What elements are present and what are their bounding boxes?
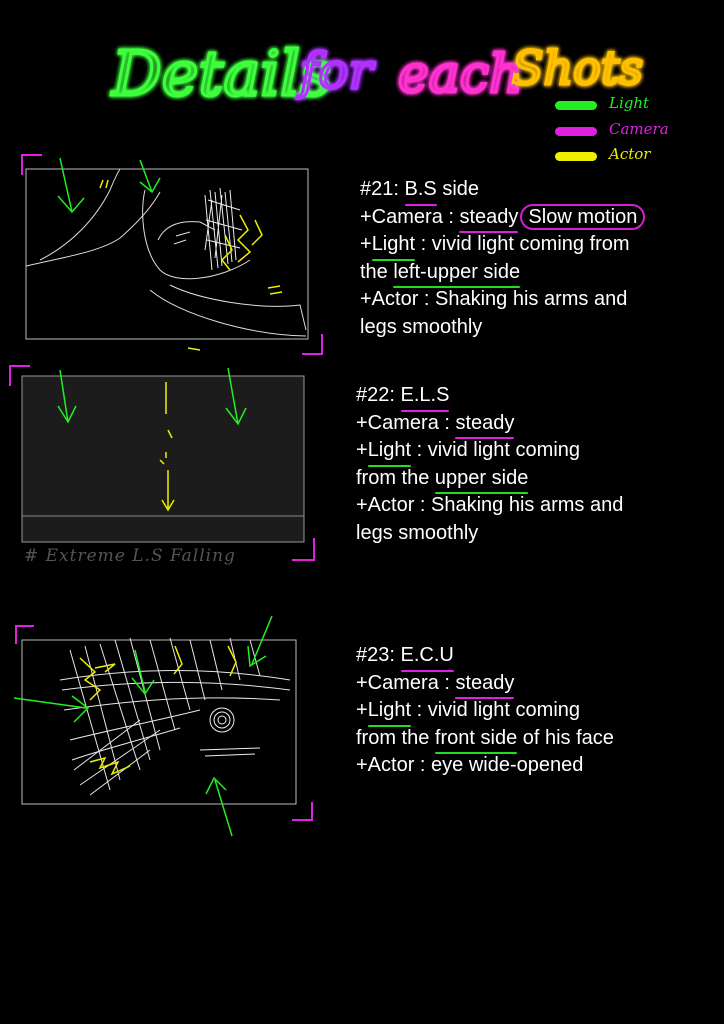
camera-label: +Camera : bbox=[356, 411, 456, 434]
light-line-22b: from the upper side bbox=[356, 465, 623, 494]
actor-line-21: +Actor : Shaking his arms and bbox=[360, 288, 628, 310]
light-text-prefix: the bbox=[360, 260, 394, 283]
camera-value: steady bbox=[455, 670, 514, 699]
shot-heading-21: #21: B.S side bbox=[360, 176, 645, 205]
light-word: Light bbox=[367, 437, 412, 466]
light-line-21b: the left-upper side bbox=[360, 259, 645, 288]
eye-sketch bbox=[199, 707, 261, 757]
actor-marks bbox=[99, 179, 283, 351]
panel-frame bbox=[9, 365, 315, 561]
light-text: : vivid light coming bbox=[411, 439, 581, 461]
light-line-22: +Light : vivid light coming bbox=[356, 437, 623, 466]
hair-scribble bbox=[59, 637, 291, 796]
camera-label: +Camera : bbox=[360, 205, 460, 228]
light-text-suffix: of his face bbox=[517, 726, 614, 749]
legend-label-light: Light bbox=[609, 94, 650, 112]
falling-motion-arrow bbox=[159, 382, 175, 512]
camera-line-23: +Camera : steady bbox=[356, 670, 614, 699]
shot-id: #22: bbox=[356, 384, 395, 406]
title-word-details: Details bbox=[111, 37, 332, 110]
light-word: Light bbox=[367, 697, 412, 726]
title-word-shots: Shots bbox=[512, 41, 643, 95]
light-text: : vivid light coming from bbox=[415, 233, 630, 255]
light-text-prefix: from the bbox=[356, 726, 435, 749]
light-arrows bbox=[13, 615, 273, 837]
light-line-21: +Light : vivid light coming from bbox=[360, 231, 645, 260]
light-direction: left-upper side bbox=[393, 259, 520, 288]
title-word-each: each bbox=[398, 45, 522, 105]
storyboard-panel-21 bbox=[21, 154, 323, 355]
panel-caption-22: # Extreme L.S Falling bbox=[24, 546, 236, 566]
light-direction: front side bbox=[434, 725, 518, 754]
shot-notes-23: #23: E.C.U +Camera : steady +Light : viv… bbox=[356, 642, 614, 780]
shot-type: E.L.S bbox=[400, 382, 449, 411]
light-arrows bbox=[57, 367, 247, 426]
legend-swatch-camera bbox=[555, 127, 597, 136]
shot-suffix: side bbox=[442, 178, 480, 200]
storyboard-panel-22 bbox=[9, 365, 315, 561]
actor-marks bbox=[79, 645, 237, 776]
legend-swatch-light bbox=[555, 101, 597, 110]
hair-scribble bbox=[204, 187, 243, 271]
legend-label-actor: Actor bbox=[609, 145, 651, 163]
light-word: Light bbox=[371, 231, 416, 260]
light-direction: upper side bbox=[434, 465, 529, 494]
figure-sketch bbox=[25, 168, 307, 337]
camera-value: steady bbox=[455, 410, 514, 439]
light-line-23: +Light : vivid light coming bbox=[356, 697, 614, 726]
legend-swatch-actor bbox=[555, 152, 597, 161]
light-prefix: + bbox=[356, 699, 368, 721]
shot-heading-23: #23: E.C.U bbox=[356, 642, 614, 671]
shot-type: E.C.U bbox=[400, 642, 455, 671]
camera-extra: Slow motion bbox=[520, 203, 646, 230]
shot-id: #23: bbox=[356, 644, 395, 666]
actor-line-21b: legs smoothly bbox=[360, 315, 483, 338]
storyboard-panel-23 bbox=[13, 615, 313, 837]
legend-label-camera: Camera bbox=[609, 120, 669, 138]
panel-frame bbox=[21, 154, 323, 355]
light-prefix: + bbox=[356, 439, 368, 461]
light-arrows bbox=[57, 157, 161, 214]
shot-type: B.S bbox=[404, 176, 438, 205]
title-word-for: for bbox=[296, 42, 376, 100]
camera-line-22: +Camera : steady bbox=[356, 410, 623, 439]
light-prefix: + bbox=[360, 233, 372, 255]
actor-line-22: +Actor : Shaking his arms and bbox=[356, 494, 624, 516]
shot-id: #21: bbox=[360, 178, 399, 200]
panel-frame bbox=[15, 625, 313, 821]
light-line-23b: from the front side of his face bbox=[356, 725, 614, 754]
light-text: : vivid light coming bbox=[411, 699, 581, 721]
camera-label: +Camera : bbox=[356, 671, 456, 694]
actor-line-23: +Actor : eye wide-opened bbox=[356, 754, 584, 776]
shot-notes-22: #22: E.L.S +Camera : steady +Light : viv… bbox=[356, 382, 623, 547]
page-title: Details for each Shots bbox=[110, 36, 645, 112]
light-text-prefix: from the bbox=[356, 466, 435, 489]
camera-value: steady bbox=[459, 204, 518, 233]
shot-heading-22: #22: E.L.S bbox=[356, 382, 623, 411]
actor-line-22b: legs smoothly bbox=[356, 521, 479, 544]
